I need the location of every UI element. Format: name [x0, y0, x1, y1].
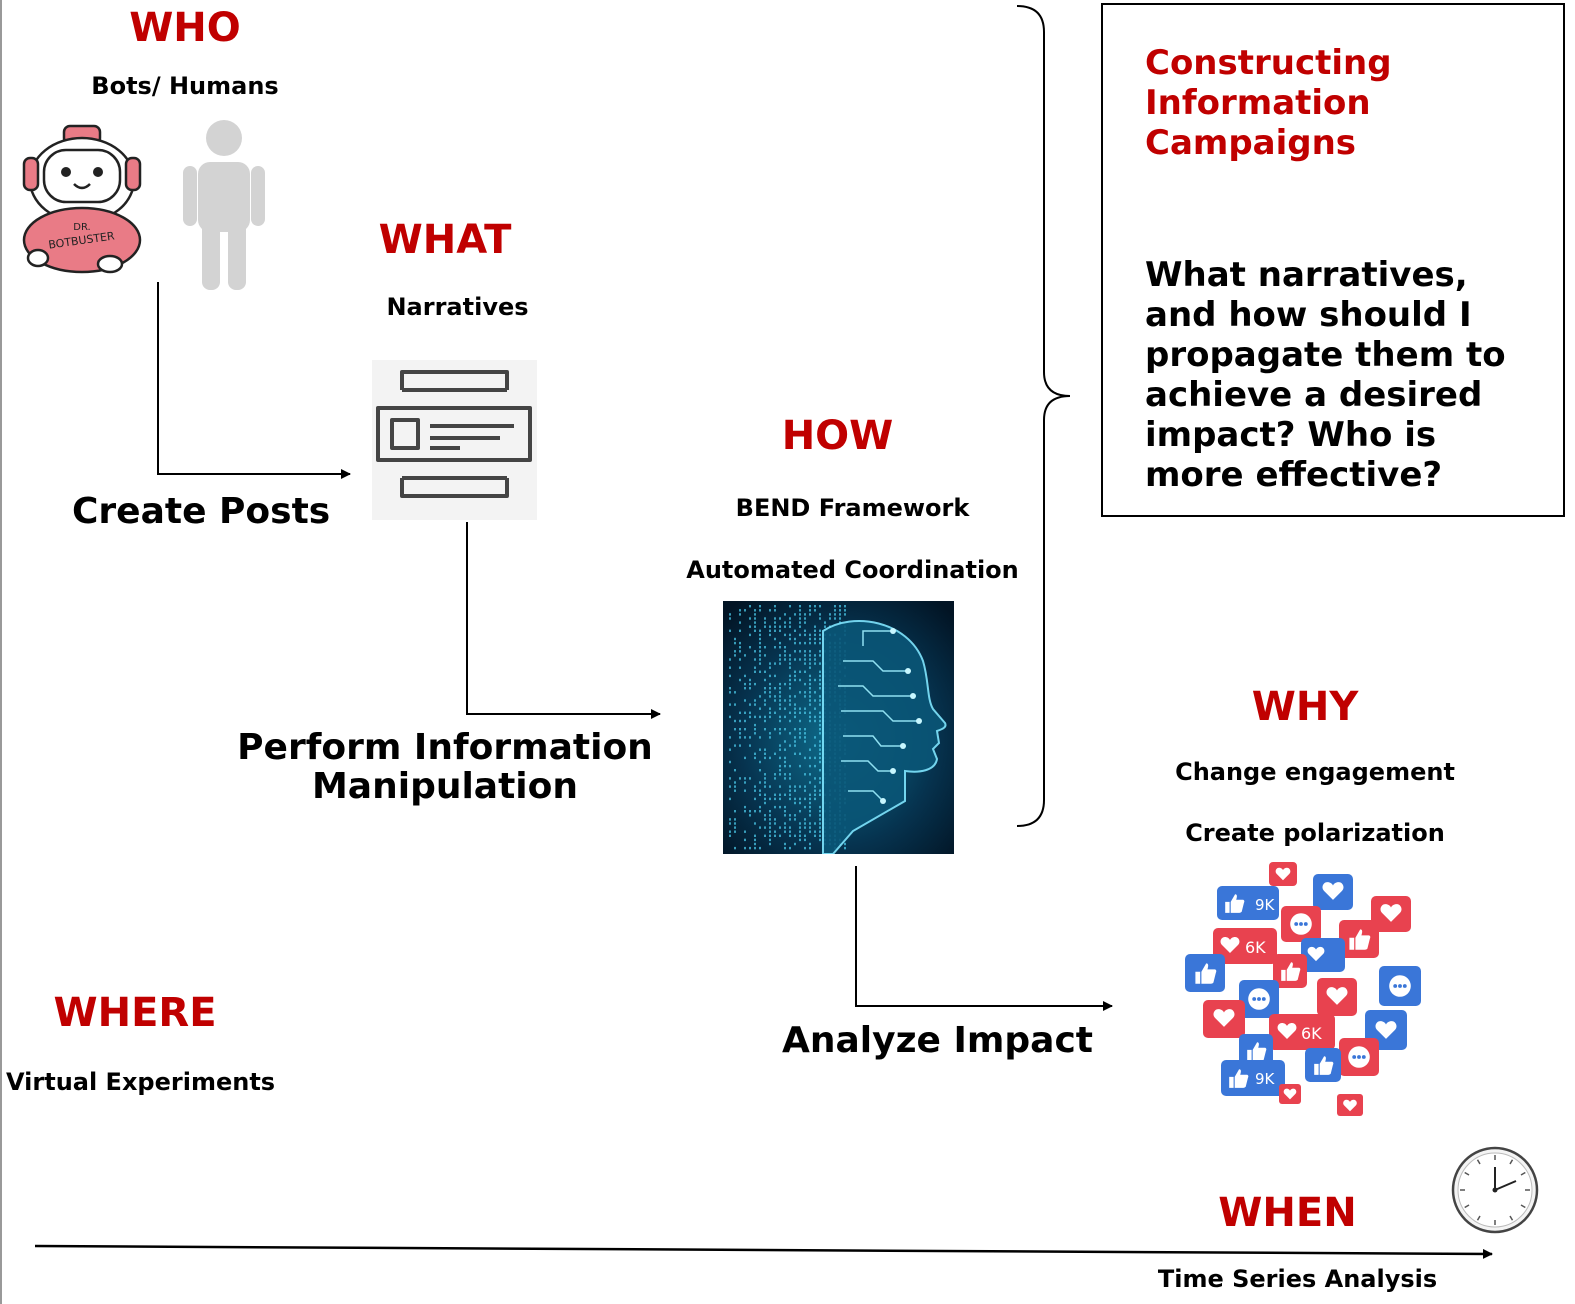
- bot-icon: DR. BOTBUSTER: [22, 124, 142, 274]
- what-subtitle: Narratives: [386, 293, 529, 321]
- perform-label-line2: Manipulation: [311, 766, 579, 807]
- why-line1: Change engagement: [1175, 758, 1455, 786]
- where-heading: WHERE: [53, 990, 217, 1036]
- who-subtitle: Bots/ Humans: [91, 72, 279, 100]
- social-reactions-cluster-icon: 9K 6K 6K 9K: [1185, 862, 1421, 1116]
- campaign-box-question: What narratives, and how should I propag…: [1145, 255, 1506, 495]
- campaign-question-box: Constructing Information Campaigns What …: [1101, 3, 1565, 517]
- create-posts-label: Create Posts: [72, 491, 331, 532]
- when-subtitle: Time Series Analysis: [1157, 1265, 1438, 1293]
- why-line2: Create polarization: [1185, 819, 1445, 847]
- reaction-count-6k-top: 6K: [1245, 938, 1266, 957]
- reaction-count-9k-top: 9K: [1255, 896, 1276, 914]
- svg-text:DR.: DR.: [73, 222, 90, 233]
- arrow-what-to-how: [466, 522, 661, 719]
- when-heading: WHEN: [1218, 1190, 1357, 1236]
- timeline-arrow: [34, 1244, 1493, 1259]
- who-heading: WHO: [129, 5, 241, 51]
- reaction-count-9k-bottom: 9K: [1255, 1070, 1276, 1088]
- ai-head-circuit-image: [723, 601, 954, 854]
- campaign-box-title: Constructing Information Campaigns: [1145, 43, 1392, 163]
- arrow-who-to-what: [157, 282, 351, 479]
- perform-manipulation-label: Perform Information Manipulation: [230, 728, 660, 806]
- reaction-count-6k-bottom: 6K: [1301, 1024, 1322, 1043]
- how-heading: HOW: [781, 413, 894, 459]
- why-heading: WHY: [1251, 684, 1359, 730]
- left-frame-line: [0, 0, 2, 1304]
- narratives-document-icon: [372, 360, 537, 520]
- perform-label-line1: Perform Information: [237, 727, 653, 768]
- what-heading: WHAT: [378, 217, 512, 263]
- how-line2: Automated Coordination: [686, 556, 1019, 584]
- arrow-how-to-why: [855, 866, 1113, 1011]
- clock-icon: [1451, 1146, 1539, 1234]
- where-subtitle: Virtual Experiments: [6, 1068, 276, 1096]
- how-line1: BEND Framework: [735, 494, 970, 522]
- curly-brace: [1016, 5, 1071, 827]
- human-silhouette-icon: [183, 120, 265, 290]
- analyze-impact-label: Analyze Impact: [782, 1020, 1094, 1061]
